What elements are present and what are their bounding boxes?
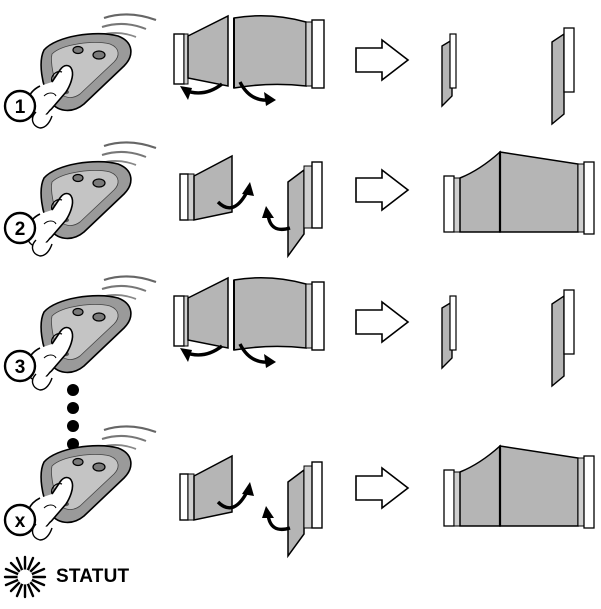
result-arrow-icon xyxy=(355,301,409,343)
gate-open-state-icon xyxy=(441,27,575,125)
result-arrow-icon xyxy=(355,39,409,81)
repeat-dots xyxy=(67,384,79,450)
status-legend: STATUT xyxy=(0,552,129,602)
gate-opening-icon xyxy=(172,14,326,108)
step-row-2: 2 xyxy=(3,141,596,258)
step-row-3: 3 xyxy=(3,275,575,392)
step-badge-1: 1 xyxy=(3,89,37,123)
legend-label: STATUT xyxy=(56,566,130,587)
step-number: 1 xyxy=(15,97,26,118)
step-badge-x: x xyxy=(3,503,37,537)
gate-closing-icon xyxy=(178,154,324,258)
step-badge-2: 2 xyxy=(3,211,37,245)
gate-remote-sequence-diagram: 1 2 3 x xyxy=(3,13,596,558)
gate-closing-icon xyxy=(178,454,324,558)
gate-open-state-icon xyxy=(441,289,575,387)
gate-closed-state-icon xyxy=(442,150,596,236)
remote-control-icon xyxy=(26,425,158,542)
step-number: 2 xyxy=(15,219,26,240)
gate-closed-state-icon xyxy=(442,444,596,530)
step-number: 3 xyxy=(15,357,26,378)
step-row-x: x xyxy=(3,425,596,558)
remote-control-icon xyxy=(26,275,158,392)
step-row-1: 1 xyxy=(3,13,575,130)
starburst-icon xyxy=(3,555,47,599)
result-arrow-icon xyxy=(355,467,409,509)
gate-opening-icon xyxy=(172,276,326,370)
remote-control-icon xyxy=(26,141,158,258)
remote-control-icon xyxy=(26,13,158,130)
step-badge-3: 3 xyxy=(3,349,37,383)
step-number: x xyxy=(15,511,26,532)
result-arrow-icon xyxy=(355,169,409,211)
